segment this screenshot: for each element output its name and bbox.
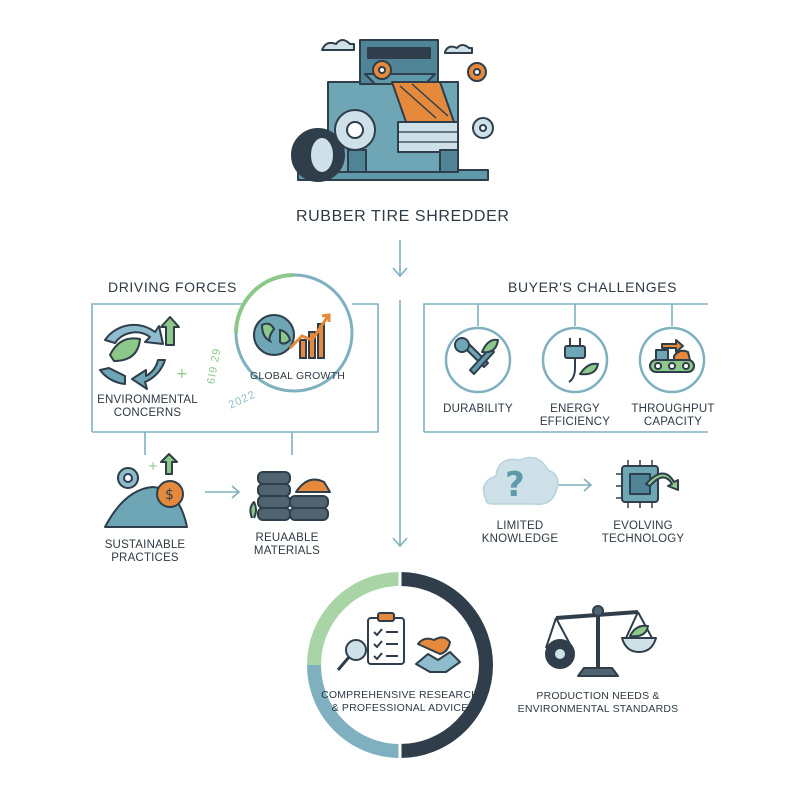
svg-text:+: +: [148, 459, 158, 473]
svg-text:+: +: [176, 366, 188, 382]
global-growth-label: GLOBAL GROWTH: [250, 370, 345, 382]
environmental-concerns-label: ENVIRONMENTAL CONCERNS: [97, 394, 198, 419]
driving-forces-heading: DRIVING FORCES: [108, 279, 237, 295]
limited-knowledge-label: LIMITED KNOWLEDGE: [481, 520, 559, 545]
buyers-challenges-heading: BUYER'S CHALLENGES: [508, 279, 678, 295]
reusable-materials-label: REUAABLE MATERIALS: [253, 532, 321, 557]
throughput-capacity-label: THROUGHPUT CAPACITY: [631, 403, 715, 428]
evolving-technology-label: EVOLVING TECHNOLOGY: [601, 520, 685, 545]
durability-label: DURABILITY: [443, 403, 513, 415]
sustainable-practices-label: SUSTAINABLE PRACTICES: [104, 539, 186, 564]
comprehensive-research-label: COMPREHENSIVE RESEARCH & PROFESSIONAL AD…: [321, 689, 479, 714]
energy-efficiency-label: ENERGY EFFICIENCY: [539, 403, 611, 428]
diagram-title: RUBBER TIRE SHREDDER: [296, 208, 510, 225]
svg-text:$: $: [165, 487, 174, 503]
production-needs-label: PRODUCTION NEEDS & ENVIRONMENTAL STANDAR…: [517, 690, 679, 715]
svg-text:?: ?: [505, 465, 525, 505]
